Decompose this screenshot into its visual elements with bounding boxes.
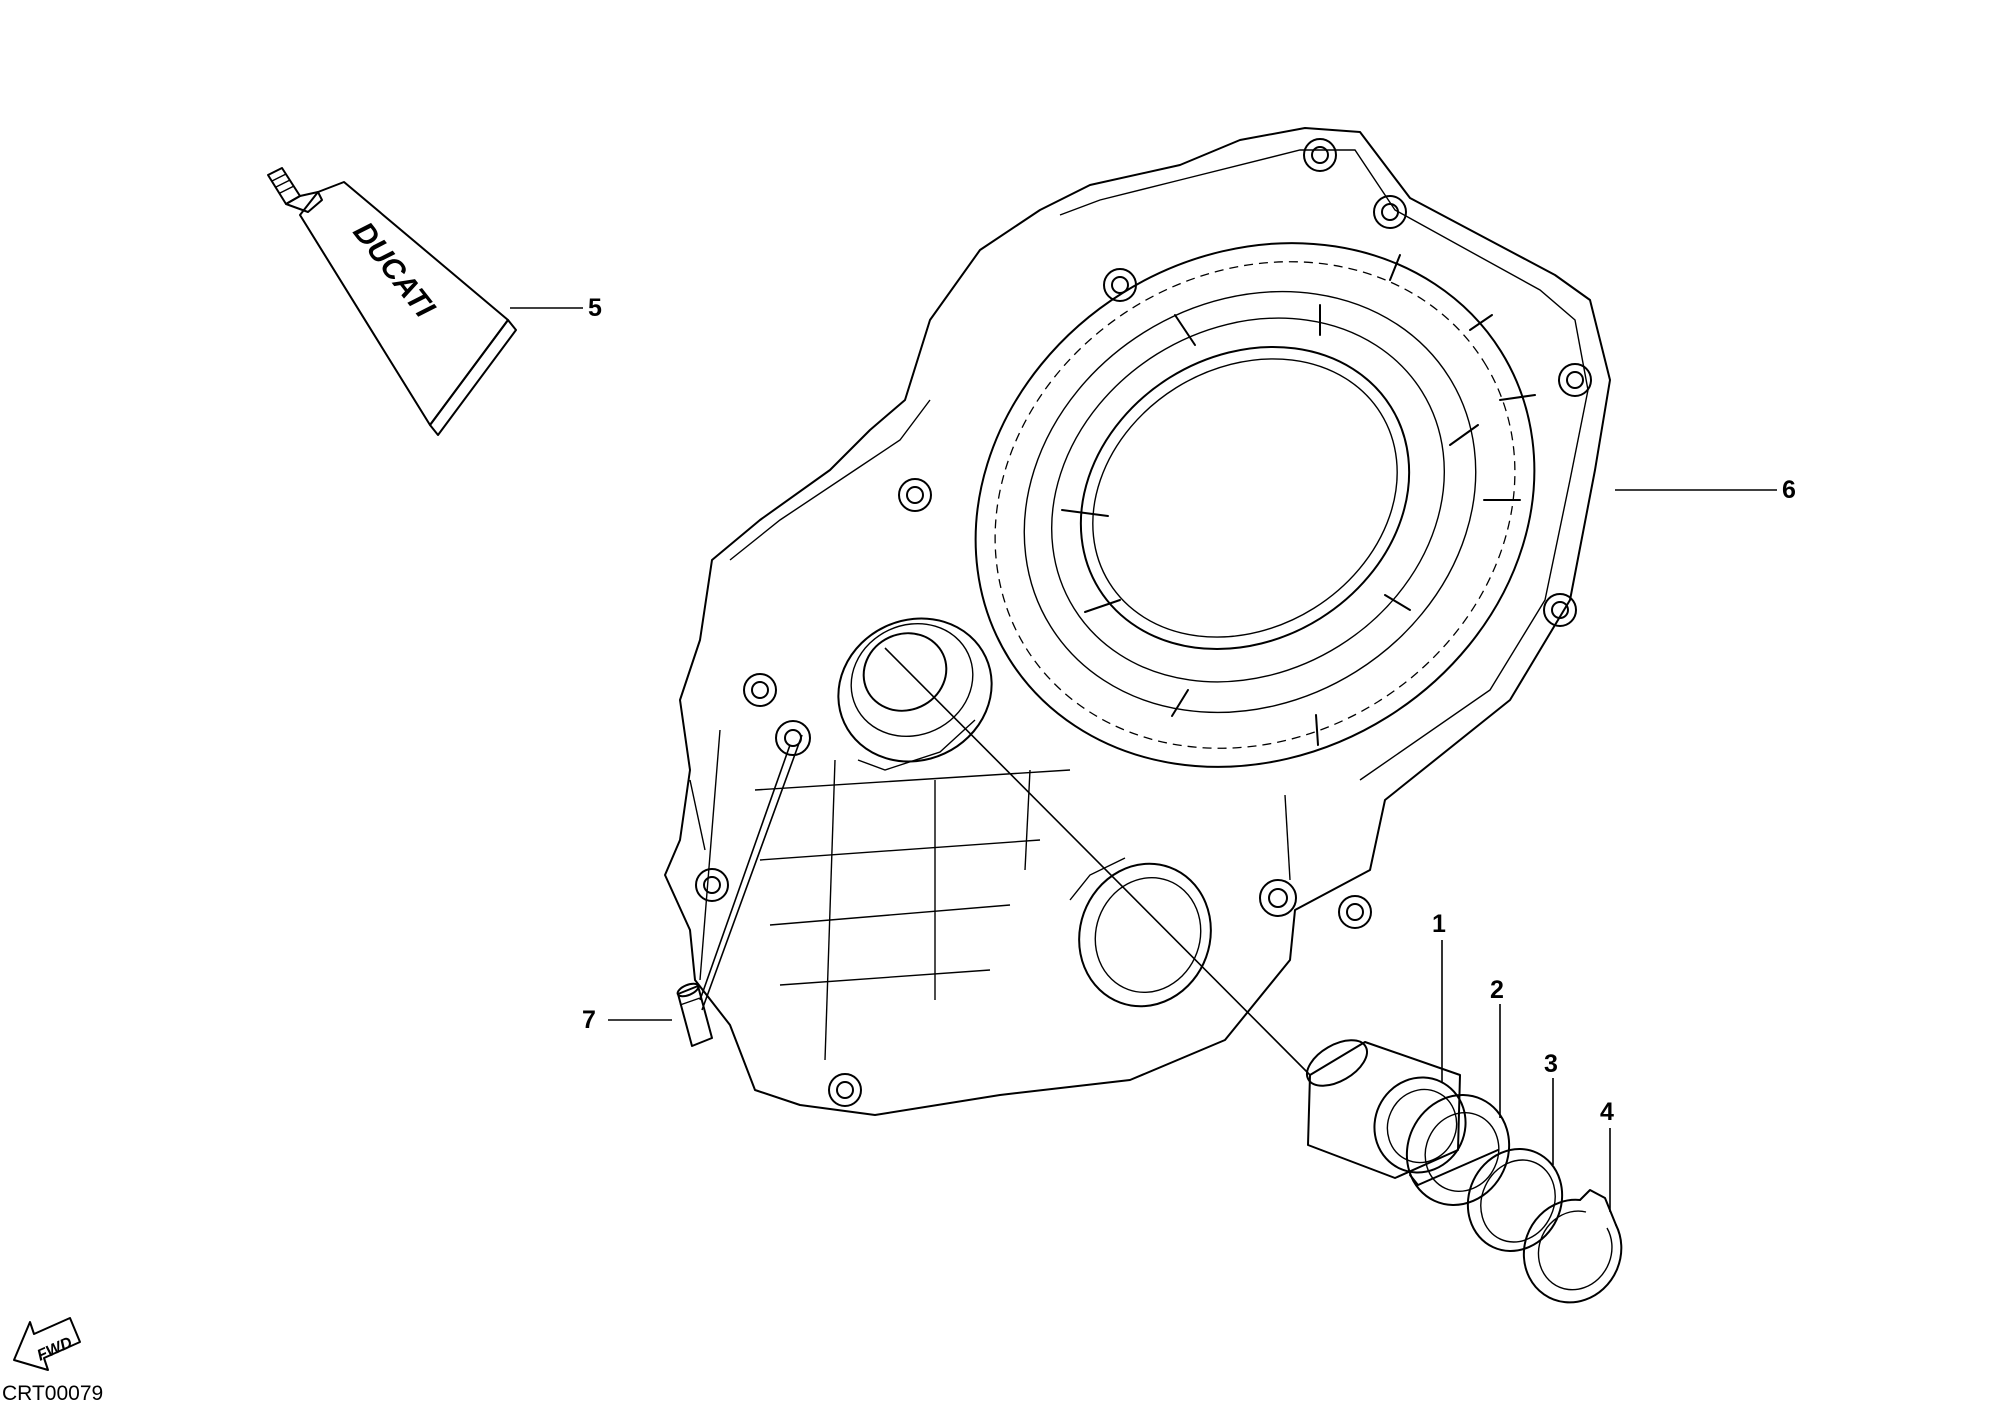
callout-2: 2 bbox=[1490, 976, 1504, 1004]
clutch-cover bbox=[664, 127, 1777, 1116]
bushing bbox=[884, 647, 1467, 1179]
dowel-pin bbox=[608, 734, 803, 1047]
callout-4: 4 bbox=[1600, 1098, 1614, 1126]
callout-6: 6 bbox=[1782, 476, 1796, 504]
tube-brand-label: DUCATI bbox=[346, 216, 441, 324]
cover-ribs bbox=[689, 729, 1291, 1061]
forward-direction-arrow: FWD bbox=[13, 1317, 81, 1371]
sealant-tube: DUCATI bbox=[267, 167, 583, 436]
shaft-boss bbox=[837, 617, 993, 771]
oil-seal bbox=[1405, 1004, 1511, 1206]
callout-1: 1 bbox=[1432, 910, 1446, 938]
document-code: CRT00079 bbox=[2, 1382, 104, 1405]
cover-bolt-holes bbox=[695, 138, 1592, 1107]
callout-7: 7 bbox=[582, 1006, 596, 1034]
circlip bbox=[1522, 1128, 1623, 1304]
washer bbox=[1466, 1078, 1564, 1252]
callout-5: 5 bbox=[588, 294, 602, 322]
fwd-label: FWD bbox=[35, 1334, 76, 1365]
inspection-port bbox=[1069, 857, 1212, 1008]
callout-3: 3 bbox=[1544, 1050, 1558, 1078]
